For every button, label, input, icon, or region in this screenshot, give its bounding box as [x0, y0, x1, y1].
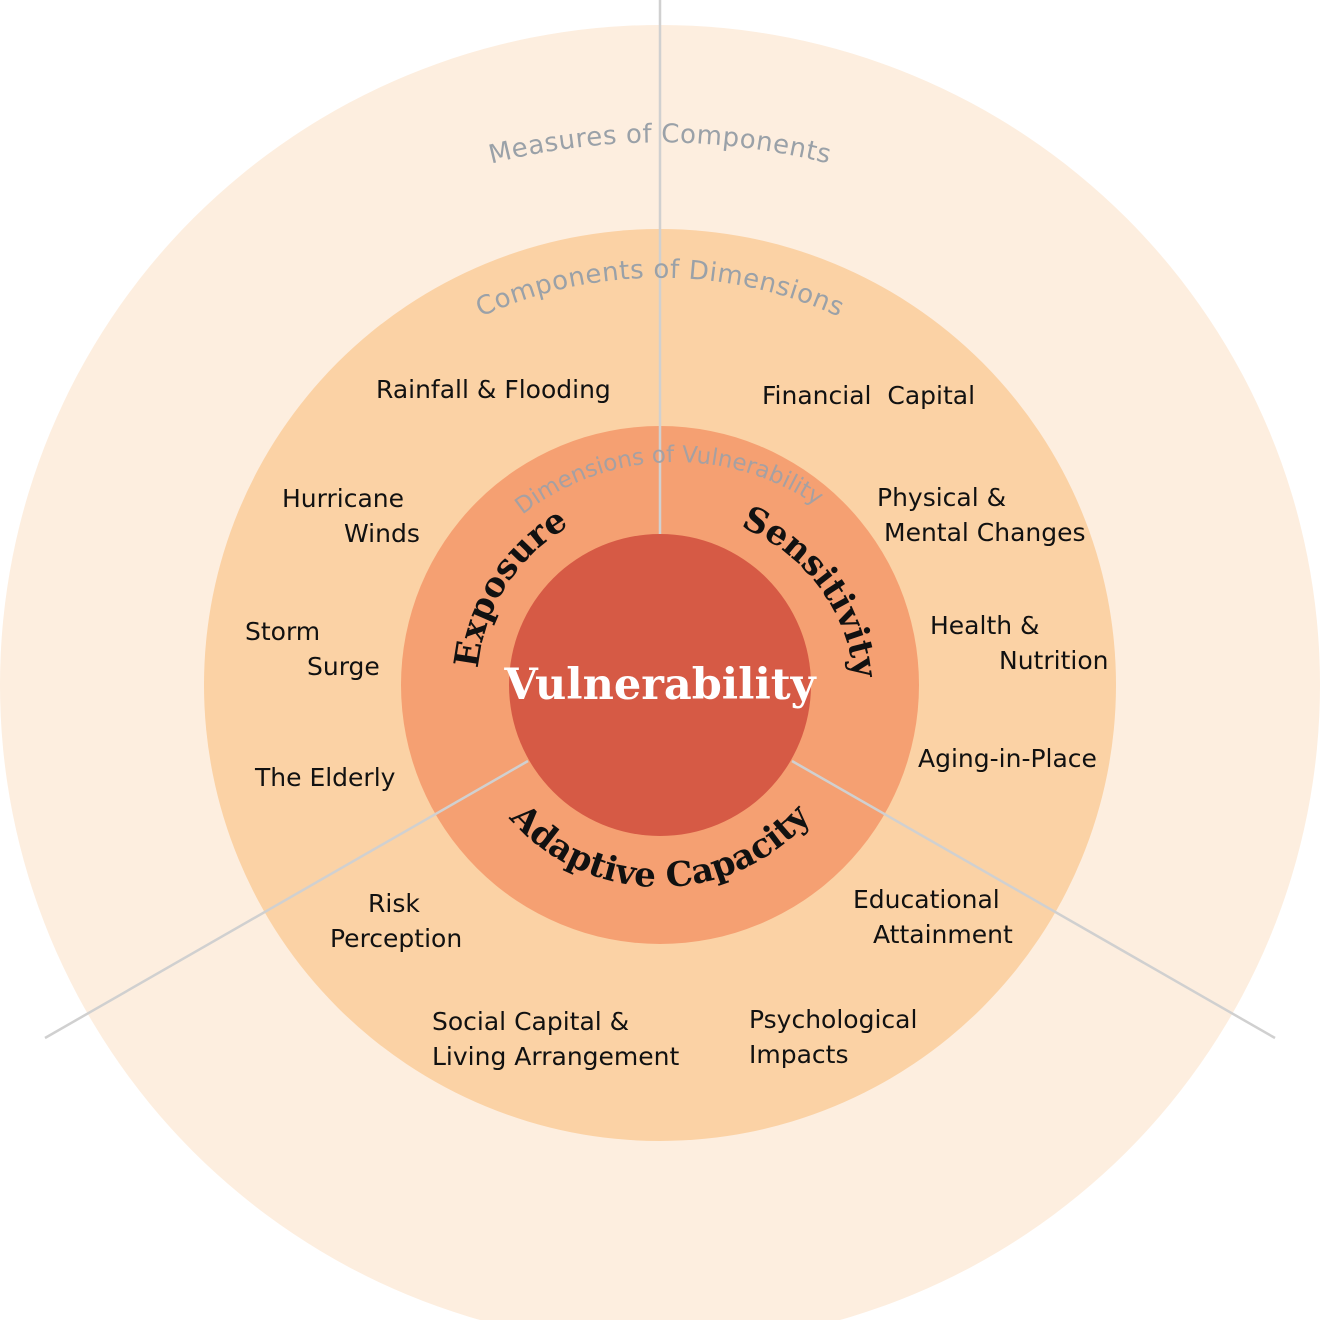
component-psychological-impacts-line2: Impacts: [749, 1040, 849, 1069]
component-social-capital-line1: Social Capital &: [432, 1007, 629, 1036]
component-the-elderly: The Elderly: [254, 763, 396, 792]
component-storm-surge-line2: Surge: [307, 652, 380, 681]
component-physical-mental-line2: Mental Changes: [884, 518, 1086, 547]
component-hurricane-winds-line1: Hurricane: [282, 484, 404, 513]
component-financial-capital: Financial Capital: [762, 381, 975, 410]
divider-right: [791, 759, 1276, 1040]
component-physical-mental-line1: Physical &: [877, 483, 1006, 512]
component-health-nutrition-line2: Nutrition: [999, 646, 1108, 675]
component-risk-perception-line2: Perception: [330, 924, 462, 953]
center-label: Vulnerability: [503, 660, 817, 710]
center-circle: [509, 534, 811, 836]
component-social-capital-line2: Living Arrangement: [432, 1042, 679, 1071]
component-aging-in-place: Aging-in-Place: [918, 744, 1097, 773]
component-educational-attainment-line2: Attainment: [873, 920, 1013, 949]
component-risk-perception-line1: Risk: [368, 889, 420, 918]
component-health-nutrition-line1: Health &: [930, 611, 1040, 640]
component-storm-surge-line1: Storm: [245, 617, 320, 646]
component-psychological-impacts-line1: Psychological: [749, 1005, 917, 1034]
component-hurricane-winds-line2: Winds: [344, 519, 420, 548]
component-educational-attainment-line1: Educational: [853, 885, 1000, 914]
component-rainfall-flooding: Rainfall & Flooding: [376, 375, 611, 404]
divider-left: [44, 759, 529, 1040]
